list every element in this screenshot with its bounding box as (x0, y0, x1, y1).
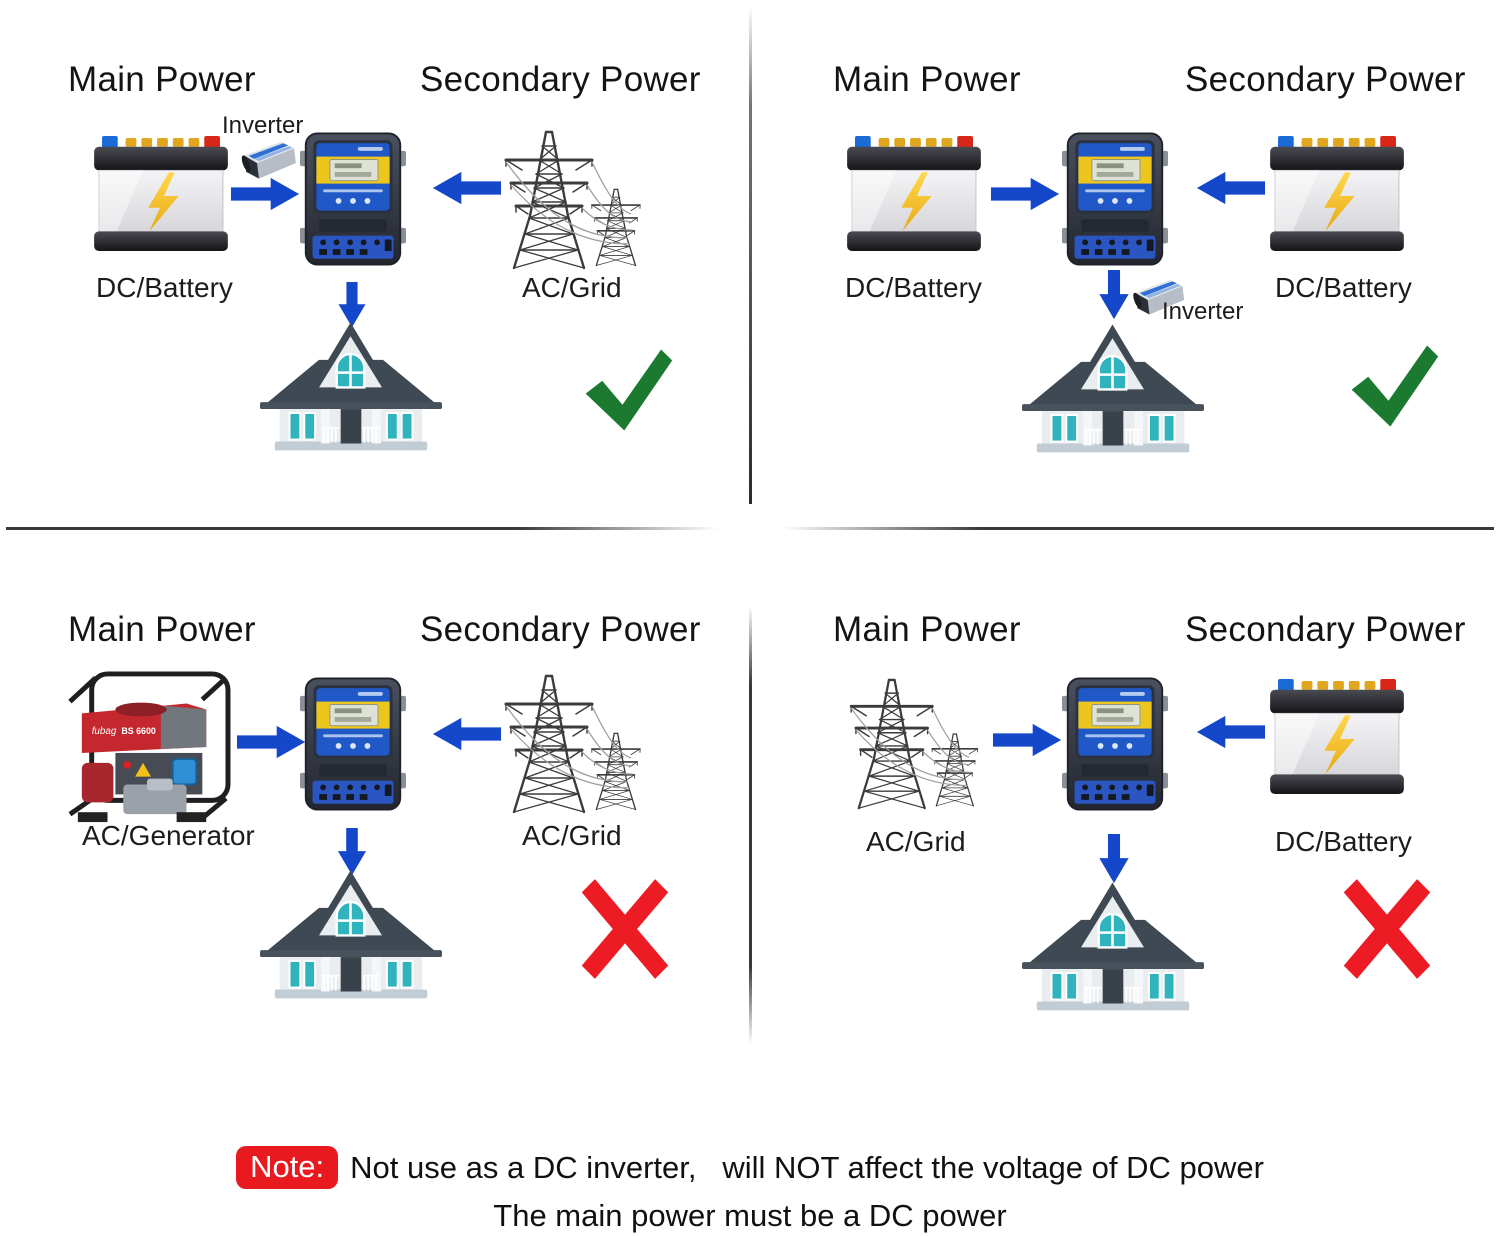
house-icon (1022, 312, 1204, 456)
svg-text:BS 6600: BS 6600 (121, 726, 156, 736)
secondary-source-label: DC/Battery (1275, 272, 1412, 303)
power-grid-icon (492, 670, 667, 820)
horizontal-divider-left (6, 527, 718, 530)
inverter-label: Inverter (222, 112, 304, 139)
arrow-left-icon (1196, 170, 1266, 206)
transfer-switch-icon (1062, 131, 1168, 267)
secondary-power-title: Secondary Power (1185, 610, 1466, 649)
note-text-line2: The main power must be a DC power (493, 1198, 1007, 1233)
battery-icon (1268, 135, 1406, 253)
main-source-label: AC/Generator (82, 820, 255, 851)
main-source-label: AC/Grid (866, 826, 966, 857)
checkmark-icon (1348, 342, 1440, 430)
power-grid-icon (492, 126, 667, 276)
power-grid-icon (838, 666, 1003, 824)
battery-icon (92, 135, 230, 253)
vertical-divider-bottom (749, 606, 752, 1044)
main-source-label: DC/Battery (96, 272, 233, 303)
transfer-switch-icon (300, 676, 406, 812)
transfer-switch-icon (1062, 676, 1168, 812)
cross-icon (578, 876, 672, 982)
main-power-title: Main Power (68, 60, 256, 99)
house-icon (260, 310, 442, 454)
arrow-right-icon (230, 176, 300, 212)
svg-text:fubag: fubag (92, 726, 117, 737)
generator-icon: fubag BS 6600 (58, 668, 236, 828)
battery-icon (845, 135, 983, 253)
main-power-title: Main Power (833, 60, 1021, 99)
secondary-source-label: AC/Grid (522, 272, 622, 303)
arrow-left-icon (1196, 714, 1266, 750)
main-power-title: Main Power (833, 610, 1021, 649)
arrow-right-icon (990, 176, 1060, 212)
main-power-title: Main Power (68, 610, 256, 649)
secondary-source-label: AC/Grid (522, 820, 622, 851)
vertical-divider-top (749, 6, 752, 504)
checkmark-icon (582, 346, 674, 434)
transfer-switch-icon (300, 131, 406, 267)
secondary-power-title: Secondary Power (1185, 60, 1466, 99)
main-source-label: DC/Battery (845, 272, 982, 303)
arrow-right-icon (992, 722, 1062, 758)
note-row: Note: Not use as a DC inverter, will NOT… (0, 1146, 1500, 1189)
cross-icon (1340, 876, 1434, 982)
house-icon (1022, 870, 1204, 1014)
battery-icon (1268, 678, 1406, 796)
note-badge: Note: (236, 1146, 339, 1189)
inverter-label: Inverter (1162, 298, 1244, 325)
note-text-line1: Not use as a DC inverter, will NOT affec… (350, 1149, 1264, 1185)
arrow-right-icon (236, 724, 306, 760)
house-icon (260, 858, 442, 1002)
secondary-power-title: Secondary Power (420, 60, 701, 99)
secondary-power-title: Secondary Power (420, 610, 701, 649)
secondary-source-label: DC/Battery (1275, 826, 1412, 857)
horizontal-divider-right (782, 527, 1494, 530)
